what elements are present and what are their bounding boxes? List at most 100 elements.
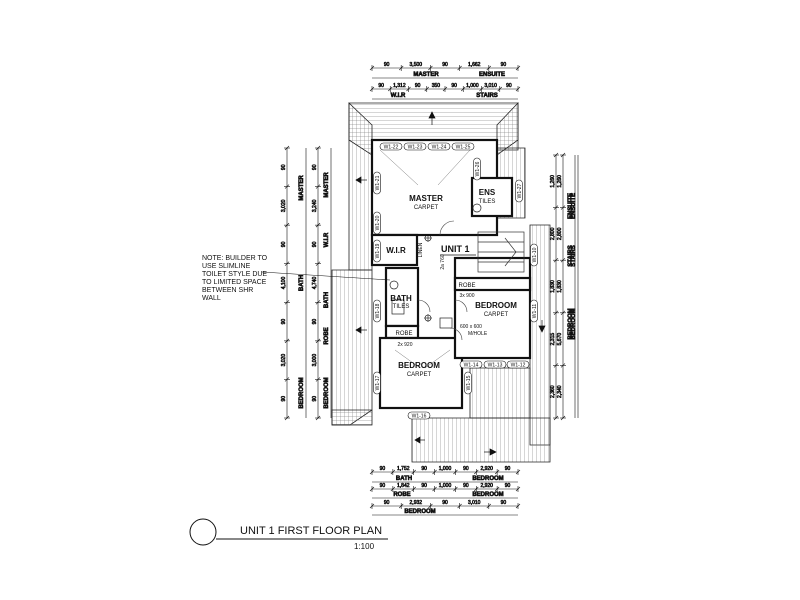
dimension-value: 2,800: [557, 227, 563, 240]
dimension-value: 4,100: [281, 277, 287, 290]
building-walls: [370, 138, 532, 410]
note-line-6: WALL: [202, 295, 221, 302]
svg-text:W1-13: W1-13: [488, 362, 503, 368]
dimension-value: 90: [281, 396, 287, 402]
dimension-label: BEDROOM: [324, 377, 330, 408]
dimension-value: 90: [501, 500, 507, 506]
note-leader: [261, 271, 391, 281]
window-tag: W1-12: [506, 360, 530, 369]
window-tag: W1-27: [515, 179, 523, 203]
window-tag: W1-15: [464, 371, 472, 395]
dimension-value: 3,010: [484, 83, 497, 89]
dimension-value: 90: [442, 500, 448, 506]
window-tag: W1-20: [373, 211, 381, 235]
dimension-value: 2,920: [480, 483, 493, 489]
dimension-value: 90: [501, 62, 507, 68]
stairs: [477, 231, 525, 273]
svg-text:W1-20: W1-20: [375, 215, 381, 230]
window-tag: W1-10: [530, 243, 538, 267]
dimension-value: 2,315: [550, 333, 556, 346]
robe-right-label: ROBE: [458, 283, 475, 289]
dimension-value: 90: [380, 466, 386, 472]
dimension-value: 2,932: [410, 500, 423, 506]
dimension-value: 90: [415, 83, 421, 89]
dimension-value: 90: [312, 396, 318, 402]
dimension-value: 90: [312, 319, 318, 325]
ens-finish: TILES: [479, 199, 496, 205]
bath-finish: TILES: [393, 304, 410, 310]
dimension-value: 90: [281, 241, 287, 247]
toilet-ensuite: [472, 203, 482, 213]
dimension-label: BATH: [299, 275, 305, 291]
window-tag: W1-11: [530, 299, 538, 323]
dimension-value: 90: [380, 483, 386, 489]
dimension-label: ROBE: [324, 327, 330, 344]
svg-text:W1-12: W1-12: [511, 362, 526, 368]
robe-right: [453, 276, 532, 292]
svg-text:W1-17: W1-17: [375, 375, 381, 390]
dimension-value: 90: [312, 241, 318, 247]
dimension-value: 350: [432, 83, 441, 89]
bedroom-right-label: BEDROOM: [475, 301, 517, 310]
dimension-value: 1,830: [557, 280, 563, 293]
dimension-value: 4,740: [312, 277, 318, 290]
note-line-2: USE SLIMLINE: [202, 263, 251, 270]
svg-text:W1-14: W1-14: [464, 362, 479, 368]
dimension-value: 3,500: [410, 62, 423, 68]
dimension-label: BEDROOM: [404, 509, 435, 515]
window-tag: W1-19: [373, 239, 381, 263]
svg-text:W1-19: W1-19: [375, 243, 381, 258]
dimension-value: 90: [442, 62, 448, 68]
dimension-value: 3,240: [312, 199, 318, 212]
bedroom-right-finish: CARPET: [484, 312, 509, 318]
window-tag: W1-18: [373, 299, 381, 323]
dimension-value: 90: [505, 483, 511, 489]
dimension-value: 2,360: [550, 385, 556, 398]
robe-right-size: 3x 900: [459, 293, 474, 299]
title-symbol-icon: [189, 518, 217, 546]
master-ceiling-lines: [379, 149, 471, 369]
dimension-label: STAIRS: [571, 245, 577, 267]
dimension-label: BATH: [396, 476, 412, 482]
svg-text:W1-10: W1-10: [532, 247, 538, 262]
dimension-chain: 1,2602,8001,8305,6702,340ENSUITESTAIRSBE…: [557, 152, 579, 421]
manhole-size: 600 x 600: [460, 324, 482, 330]
dimension-value: 1,842: [397, 483, 410, 489]
dimension-value: 1,000: [439, 483, 452, 489]
dimension-value: 90: [384, 62, 390, 68]
dimension-label: ROBE: [393, 492, 410, 498]
dimension-value: 90: [281, 319, 287, 325]
dimension-label: BEDROOM: [299, 377, 305, 408]
bedroom-right: [453, 256, 532, 360]
dimension-label: STAIRS: [476, 93, 498, 99]
dimension-value: 3,020: [281, 199, 287, 212]
fixtures: [389, 203, 482, 329]
bath-label: BATH: [390, 294, 412, 303]
level-marker-icon: [424, 234, 432, 322]
ens-label: ENS: [479, 188, 496, 197]
dimension-value: 1,260: [557, 175, 563, 188]
master-finish: CARPET: [414, 205, 439, 211]
svg-text:W1-21: W1-21: [375, 175, 381, 190]
svg-text:W1-26: W1-26: [475, 161, 481, 176]
dimension-chain: 1,2602,8001,8302,3152,360ENSUITESTAIRSBE…: [550, 152, 576, 421]
fall-arrows: [355, 111, 546, 456]
bedroom-left-finish: CARPET: [407, 372, 432, 378]
dimension-label: ENSUITE: [479, 72, 505, 78]
note-line-3: TOILET STYLE DUE: [202, 271, 267, 278]
dimension-label: W.I.R: [324, 232, 330, 247]
window-tag: W1-16: [407, 411, 431, 420]
svg-text:W1-15: W1-15: [466, 375, 472, 390]
dimension-value: 90: [312, 164, 318, 170]
svg-text:W1-25: W1-25: [456, 144, 471, 150]
dimension-value: 90: [451, 83, 457, 89]
toilet-bath: [389, 280, 399, 290]
window-tag: W1-23: [403, 142, 427, 150]
